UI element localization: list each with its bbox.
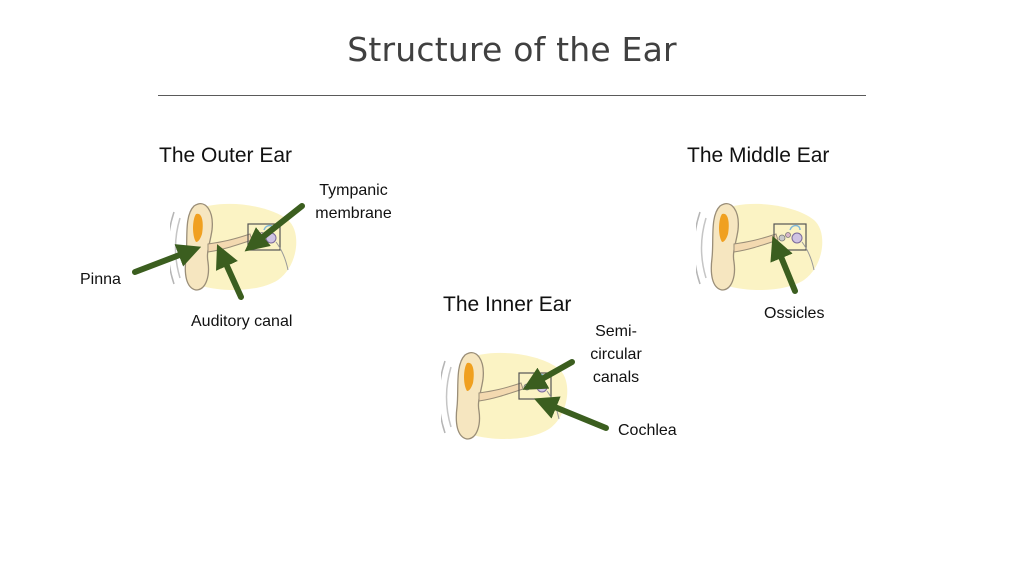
heading-middle-ear: The Middle Ear bbox=[687, 144, 830, 167]
middle-ear-illustration bbox=[696, 202, 824, 291]
label-semicircular-line1: Semi- bbox=[595, 323, 637, 340]
slide-title: Structure of the Ear bbox=[347, 30, 677, 69]
title-divider bbox=[158, 95, 866, 96]
label-pinna: Pinna bbox=[80, 271, 121, 288]
label-tympanic-line1: Tympanic bbox=[319, 182, 388, 199]
label-semicircular-line2: circular bbox=[590, 346, 642, 363]
heading-outer-ear: The Outer Ear bbox=[159, 144, 293, 167]
outer-ear-illustration bbox=[170, 202, 298, 291]
label-semicircular-line3: canals bbox=[592, 369, 640, 386]
label-cochlea: Cochlea bbox=[618, 422, 677, 439]
label-tympanic-line2: membrane bbox=[315, 205, 392, 222]
label-semicircular-canals: Semi- circular canals bbox=[576, 320, 656, 389]
inner-ear-illustration bbox=[441, 351, 569, 440]
label-tympanic-membrane: Tympanic membrane bbox=[306, 179, 401, 225]
heading-inner-ear: The Inner Ear bbox=[443, 293, 572, 316]
label-ossicles: Ossicles bbox=[764, 305, 825, 322]
label-auditory-canal: Auditory canal bbox=[191, 313, 293, 330]
